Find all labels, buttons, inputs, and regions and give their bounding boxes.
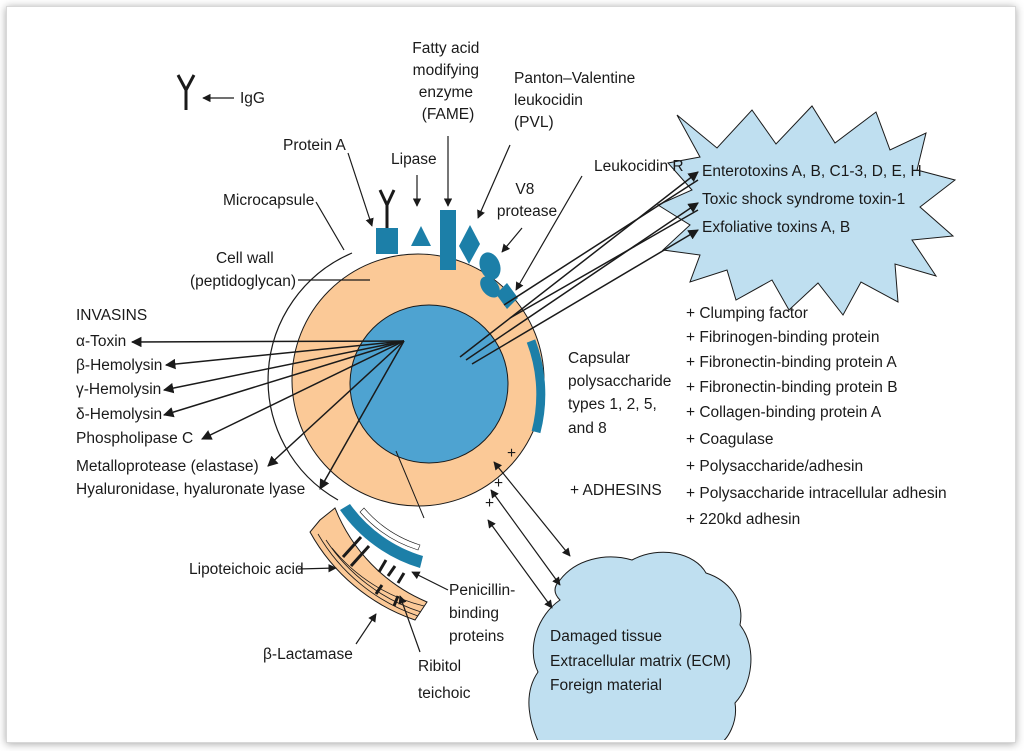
- invasins-list: INVASINS α-Toxin β-Hemolysin γ-Hemolysin…: [76, 307, 305, 498]
- fame-block: [440, 210, 456, 270]
- plus-sign: +: [494, 475, 503, 492]
- plus-sign: +: [507, 445, 516, 462]
- cell-wall-label: Cell wall (peptidoglycan): [190, 250, 296, 290]
- capsular-label: Capsular polysaccharide types 1, 2, 5, a…: [568, 350, 676, 437]
- cytoplasm: [350, 305, 508, 463]
- adhesins-label: + ADHESINS: [570, 482, 662, 499]
- ribitol-label: Ribitol teichoic: [418, 658, 471, 702]
- tissue-cloud: [529, 552, 751, 745]
- leukocidin-r-label: Leukocidin R: [594, 158, 684, 175]
- protein-a-block: [376, 228, 398, 254]
- lipase-label: Lipase: [391, 151, 437, 168]
- lipase-triangle: [411, 226, 431, 246]
- pvl-label: Panton–Valentine leukocidin (PVL): [514, 70, 640, 131]
- plus-sign: +: [485, 495, 494, 512]
- fame-label: Fatty acid modifying enzyme (FAME): [412, 40, 484, 123]
- penicillin-label: Penicillin- binding proteins: [449, 582, 520, 645]
- lipoteichoic-label: Lipoteichoic acid: [189, 561, 304, 578]
- v8-label: V8 protease: [497, 181, 557, 220]
- toxins-starburst: [658, 106, 955, 315]
- microcapsule-label: Microcapsule: [223, 192, 314, 209]
- igg-label: IgG: [240, 90, 265, 107]
- igg-icon: [178, 75, 194, 110]
- lactamase-label: β-Lactamase: [263, 646, 353, 663]
- protein-a-label: Protein A: [283, 137, 347, 154]
- adhesin-list: + Clumping factor + Fibrinogen-binding p…: [686, 305, 951, 528]
- pvl-shape: [459, 225, 480, 264]
- igg-bound-icon: [380, 190, 394, 228]
